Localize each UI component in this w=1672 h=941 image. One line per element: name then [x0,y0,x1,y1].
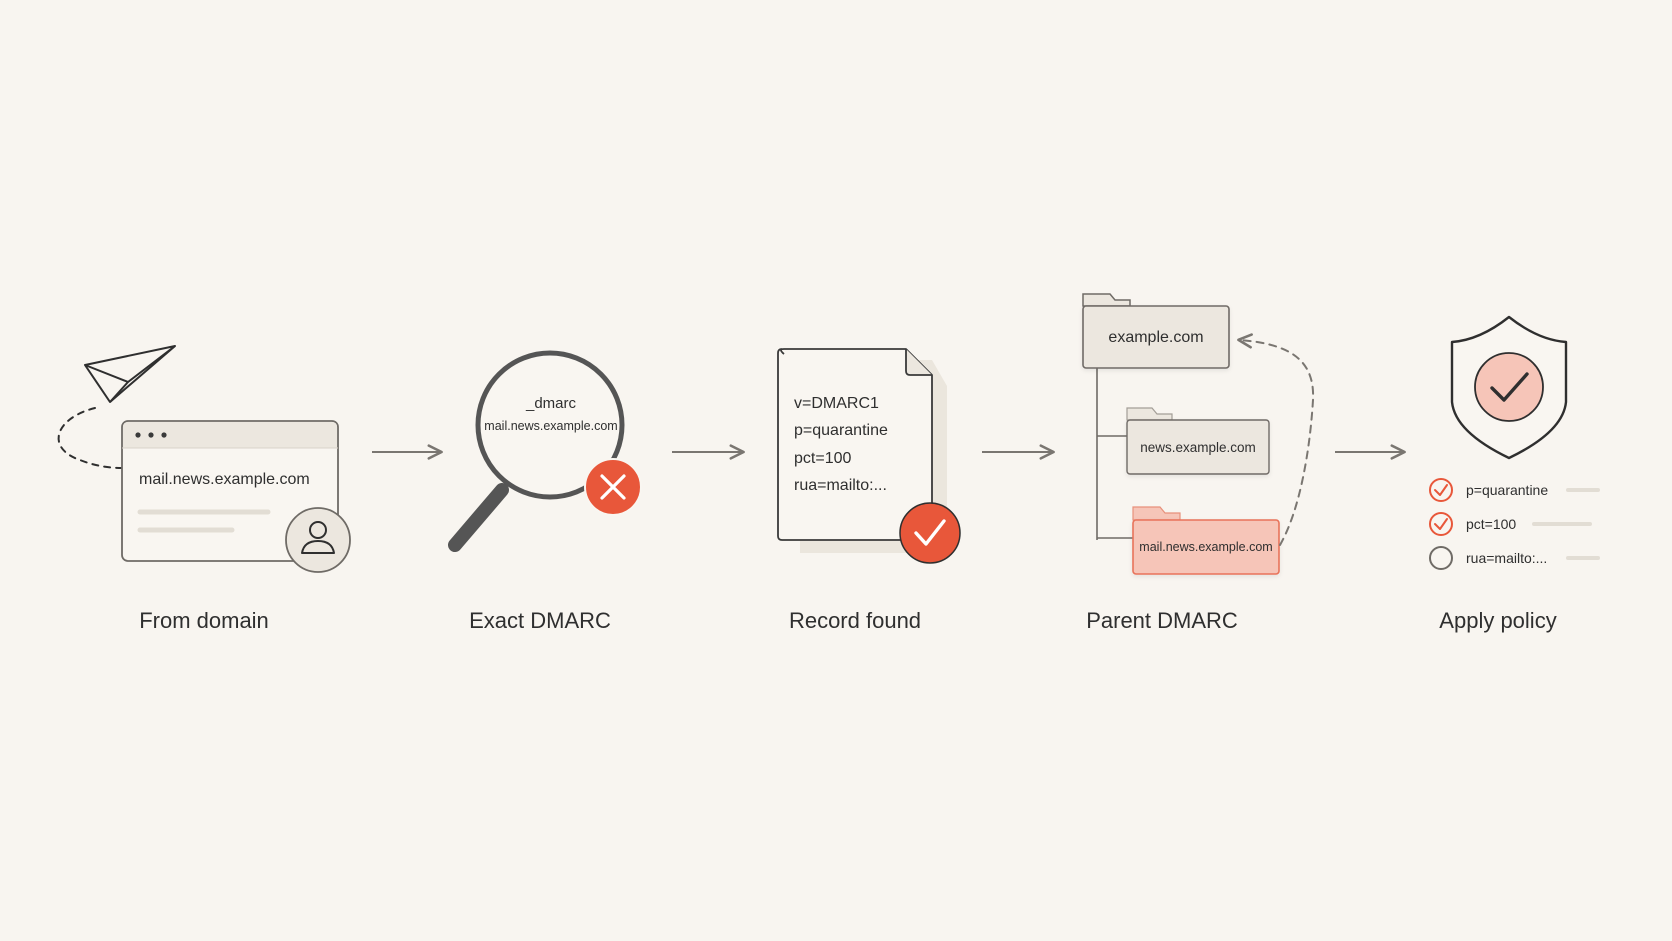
dmarc-query-prefix: _dmarc [525,395,577,412]
step-apply-policy: p=quarantine pct=100 rua=mailto:... Appl… [1429,315,1600,633]
x-circle-icon [584,458,642,516]
folder-example-com: example.com [1082,293,1230,369]
record-line-3: pct=100 [794,450,851,467]
checked-icon [1429,512,1453,536]
policy-item-text: p=quarantine [1466,482,1548,498]
document-icon: v=DMARC1 p=quarantine pct=100 rua=mailto… [777,348,947,553]
unchecked-icon [1429,546,1453,570]
policy-item-text: rua=mailto:... [1466,550,1547,566]
folder-name: mail.news.example.com [1139,540,1272,554]
shield-check-icon [1450,315,1568,460]
record-line-4: rua=mailto:... [794,477,887,494]
folder-name: news.example.com [1140,440,1256,455]
dmarc-query-domain: mail.news.example.com [484,419,617,433]
dashed-return-arrow [1237,333,1315,546]
step-label-parent-dmarc: Parent DMARC [1086,608,1238,633]
policy-item-text: pct=100 [1466,516,1516,532]
step-exact-dmarc: _dmarc mail.news.example.com Exact DMARC [448,350,642,633]
checked-icon [1429,478,1453,502]
check-circle-icon [899,502,961,564]
step-label-from-domain: From domain [139,608,269,633]
step-label-exact-dmarc: Exact DMARC [469,608,611,633]
magnifier-icon: _dmarc mail.news.example.com [448,350,625,552]
user-icon [285,507,351,573]
browser-window-icon: mail.news.example.com [121,420,339,562]
from-domain-text: mail.news.example.com [139,471,310,488]
step-label-apply-policy: Apply policy [1439,608,1556,633]
step-label-record-found: Record found [789,608,921,633]
tree-connector [1096,368,1133,540]
step-parent-dmarc: example.com news.example.com mail.news.e… [1082,293,1315,633]
record-line-2: p=quarantine [794,422,888,439]
policy-item-3: rua=mailto:... [1429,546,1600,570]
step-record-found: v=DMARC1 p=quarantine pct=100 rua=mailto… [777,348,961,633]
policy-item-1: p=quarantine [1429,478,1600,502]
folder-news-example-com: news.example.com [1126,407,1270,475]
folder-mail-news-example-com: mail.news.example.com [1132,506,1280,575]
paper-plane-icon [84,345,176,403]
step-from-domain: mail.news.example.com From domain [57,345,351,633]
policy-item-2: pct=100 [1429,512,1592,536]
folder-name: example.com [1108,329,1203,346]
dashed-flight-path [57,407,123,469]
record-line-1: v=DMARC1 [794,395,879,412]
